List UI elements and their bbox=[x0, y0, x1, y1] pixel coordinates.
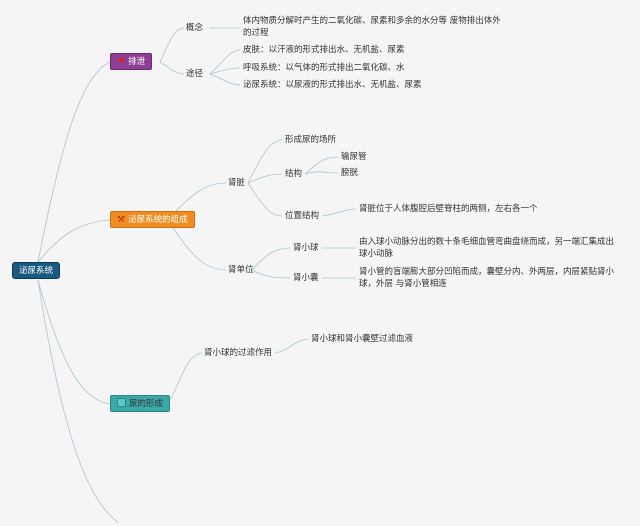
edge-b1-routes bbox=[159, 61, 185, 75]
edge-unit-glom bbox=[251, 247, 291, 271]
edge-routes-2 bbox=[209, 67, 241, 75]
route-urinary: 泌尿系统：以尿液的形式排出水、无机盐、尿素 bbox=[243, 80, 422, 90]
filtration-label[interactable]: 肾小球的过滤作用 bbox=[204, 348, 273, 358]
root-node[interactable]: 泌尿系统 bbox=[12, 262, 61, 279]
edge-routes-3 bbox=[209, 73, 241, 86]
glomerulus-label[interactable]: 肾小球 bbox=[293, 243, 319, 253]
edge-unit-caps bbox=[251, 269, 291, 279]
kidney-position-label[interactable]: 位置结构 bbox=[285, 211, 320, 221]
edge-pos-text bbox=[321, 208, 357, 217]
edge-root-extra bbox=[37, 279, 119, 523]
excretion-routes-label[interactable]: 途径 bbox=[186, 69, 204, 79]
excretion-concept-text: 体内物质分解时产生的二氧化碳、尿素和多余的水分等 废物排出体外的过程 bbox=[243, 16, 501, 38]
edge-b3-filter bbox=[167, 352, 203, 405]
tools-icon: ⚒ bbox=[117, 215, 126, 225]
edge-root-branch3 bbox=[37, 279, 111, 405]
branch-excretion-label: 排泄 bbox=[128, 57, 146, 67]
edge-root-branch1 bbox=[37, 61, 111, 263]
edge-root-branch2 bbox=[37, 219, 111, 263]
edge-filter-text bbox=[274, 338, 309, 354]
branch-urine-formation[interactable]: 尿的形成 bbox=[110, 395, 171, 412]
edge-kidney-pos bbox=[247, 182, 283, 217]
kidney-structure-label[interactable]: 结构 bbox=[285, 169, 303, 179]
edge-b1-concept bbox=[159, 27, 185, 63]
filtration-text: 肾小球和肾小囊壁过滤血液 bbox=[311, 334, 414, 344]
branch-composition-label: 泌尿系统的组成 bbox=[128, 215, 188, 225]
route-skin: 皮肤：以汗液的形式排出水、无机盐、尿素 bbox=[243, 45, 405, 55]
kidney-position-text: 肾脏位于人体腹腔后壁脊柱的两侧，左右各一个 bbox=[359, 204, 538, 214]
excretion-concept-label[interactable]: 概念 bbox=[186, 23, 204, 33]
structure-ureter: 输尿管 bbox=[341, 152, 367, 162]
nephron-label[interactable]: 肾单位 bbox=[228, 265, 254, 275]
red-flag-icon: ⚑ bbox=[117, 57, 126, 67]
kidney-site: 形成尿的场所 bbox=[285, 135, 337, 145]
capsule-text: 肾小管的盲端膨大部分凹陷而成，囊壁分内、外两层，内层紧贴肾小球，外层 与肾小管相… bbox=[359, 267, 615, 289]
route-respiratory: 呼吸系统：以气体的形式排出二氧化碳、水 bbox=[243, 63, 405, 73]
branch-urine-formation-label: 尿的形成 bbox=[129, 399, 164, 409]
edge-kidney-struct bbox=[247, 173, 283, 184]
square-icon bbox=[117, 398, 126, 407]
edge-kidney-site bbox=[247, 139, 283, 184]
branch-excretion[interactable]: ⚑排泄 bbox=[110, 53, 153, 70]
glomerulus-text: 由入球小动脉分出的数十条毛细血管弯曲盘绕而成，另一端汇集成出球小动脉 bbox=[359, 237, 615, 259]
structure-bladder: 膀胱 bbox=[341, 168, 359, 178]
capsule-label[interactable]: 肾小囊 bbox=[293, 273, 319, 283]
edge-b2-unit bbox=[167, 219, 227, 271]
edge-routes-1 bbox=[209, 49, 241, 75]
kidney-label[interactable]: 肾脏 bbox=[228, 178, 246, 188]
edge-struct-2 bbox=[304, 171, 339, 175]
edge-struct-1 bbox=[304, 156, 339, 175]
branch-composition[interactable]: ⚒泌尿系统的组成 bbox=[110, 211, 195, 228]
